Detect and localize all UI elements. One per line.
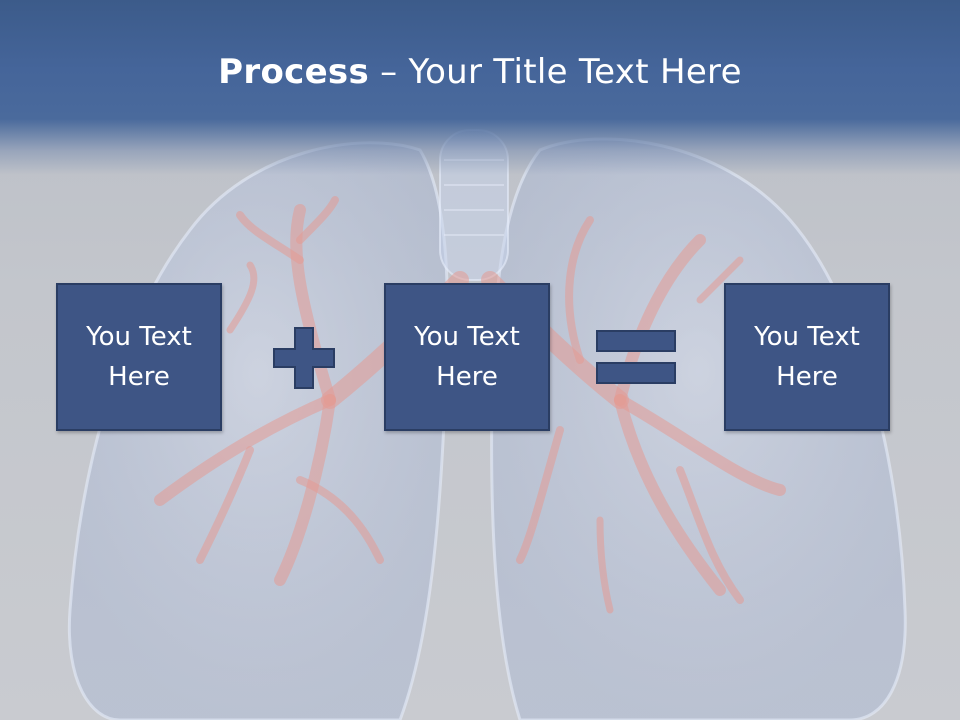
text-box-1: You Text Here: [56, 283, 222, 431]
text-box-1-label: You Text Here: [86, 322, 192, 392]
text-box-3: You Text Here: [724, 283, 890, 431]
slide-title: Process – Your Title Text Here: [0, 52, 960, 92]
text-box-3-label: You Text Here: [754, 322, 860, 392]
equals-icon: [596, 330, 676, 384]
title-rest: – Your Title Text Here: [369, 52, 742, 92]
title-bold: Process: [218, 52, 370, 92]
title-bar: [0, 0, 960, 175]
text-box-2: You Text Here: [384, 283, 550, 431]
text-box-2-label: You Text Here: [414, 322, 520, 392]
plus-icon: [273, 327, 335, 389]
